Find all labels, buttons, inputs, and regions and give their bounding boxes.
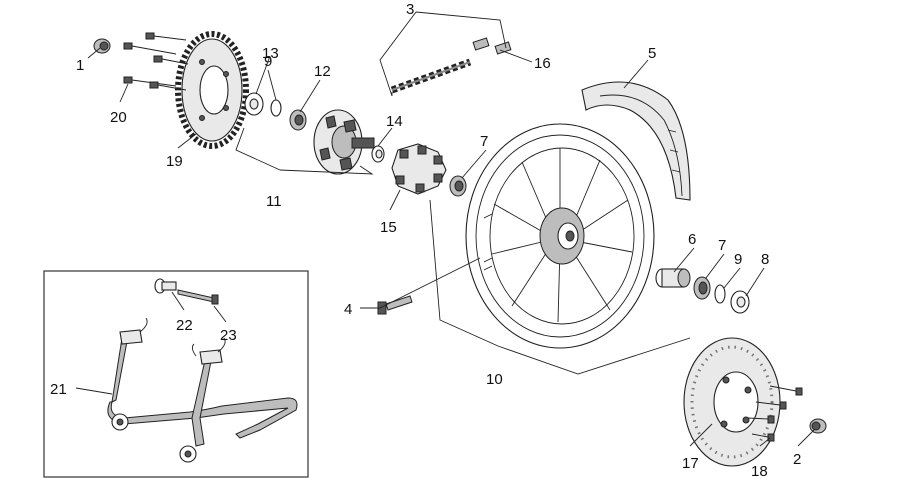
leader-lines (75, 11, 815, 447)
drive-chain (390, 58, 472, 94)
collar-8 (730, 290, 750, 314)
callout-12: 12 (314, 63, 331, 80)
bearing-7-right (693, 276, 711, 300)
callout-20: 20 (110, 109, 127, 126)
callout-17: 17 (682, 455, 699, 472)
callout-13: 13 (262, 45, 279, 62)
callout-1: 1 (76, 57, 84, 74)
spacer-13 (244, 92, 264, 116)
callout-2: 2 (793, 451, 801, 468)
brake-disc (683, 337, 781, 467)
stand-inset-frame (43, 270, 309, 478)
callout-23: 23 (220, 327, 237, 344)
callout-22: 22 (176, 317, 193, 334)
bush-14 (371, 145, 385, 163)
callout-3: 3 (406, 1, 414, 18)
sprocket-bolts (123, 32, 189, 91)
rear-wheel (465, 123, 655, 349)
callout-14: 14 (386, 113, 403, 130)
rear-mudguard (581, 81, 691, 201)
stand-bolt (177, 289, 219, 305)
disc-bolts (747, 385, 803, 442)
callout-21: 21 (50, 381, 67, 398)
bearing-12 (289, 109, 307, 131)
callout-11: 11 (266, 193, 282, 210)
callout-9-right: 9 (734, 251, 742, 268)
callout-6: 6 (688, 231, 696, 248)
callout-labels: 1 2 3 4 5 6 7 7 8 9 9 10 11 12 13 14 15 … (50, 1, 801, 479)
callout-7-left: 7 (480, 133, 488, 150)
callout-10: 10 (486, 371, 503, 388)
callout-15: 15 (380, 219, 397, 236)
disc-nut (809, 418, 827, 434)
spacer-6 (655, 268, 691, 288)
callout-18: 18 (751, 463, 768, 479)
wheel-axle (377, 295, 413, 315)
callout-16: 16 (534, 55, 551, 72)
callout-19: 19 (166, 153, 183, 170)
bearing-7-left (449, 175, 467, 197)
callout-9-left: 9 (264, 53, 272, 70)
callout-7-right: 7 (718, 237, 726, 254)
callout-4: 4 (344, 301, 352, 318)
sprocket-carrier (313, 109, 375, 175)
washer-9-right (714, 284, 726, 304)
paddock-stand (107, 317, 298, 463)
washer-9-left (270, 99, 282, 117)
rear-sprocket (175, 31, 249, 149)
callout-8: 8 (761, 251, 769, 268)
cush-drive-rubbers (391, 143, 447, 195)
callout-5: 5 (648, 45, 656, 62)
stand-pin (154, 278, 177, 294)
